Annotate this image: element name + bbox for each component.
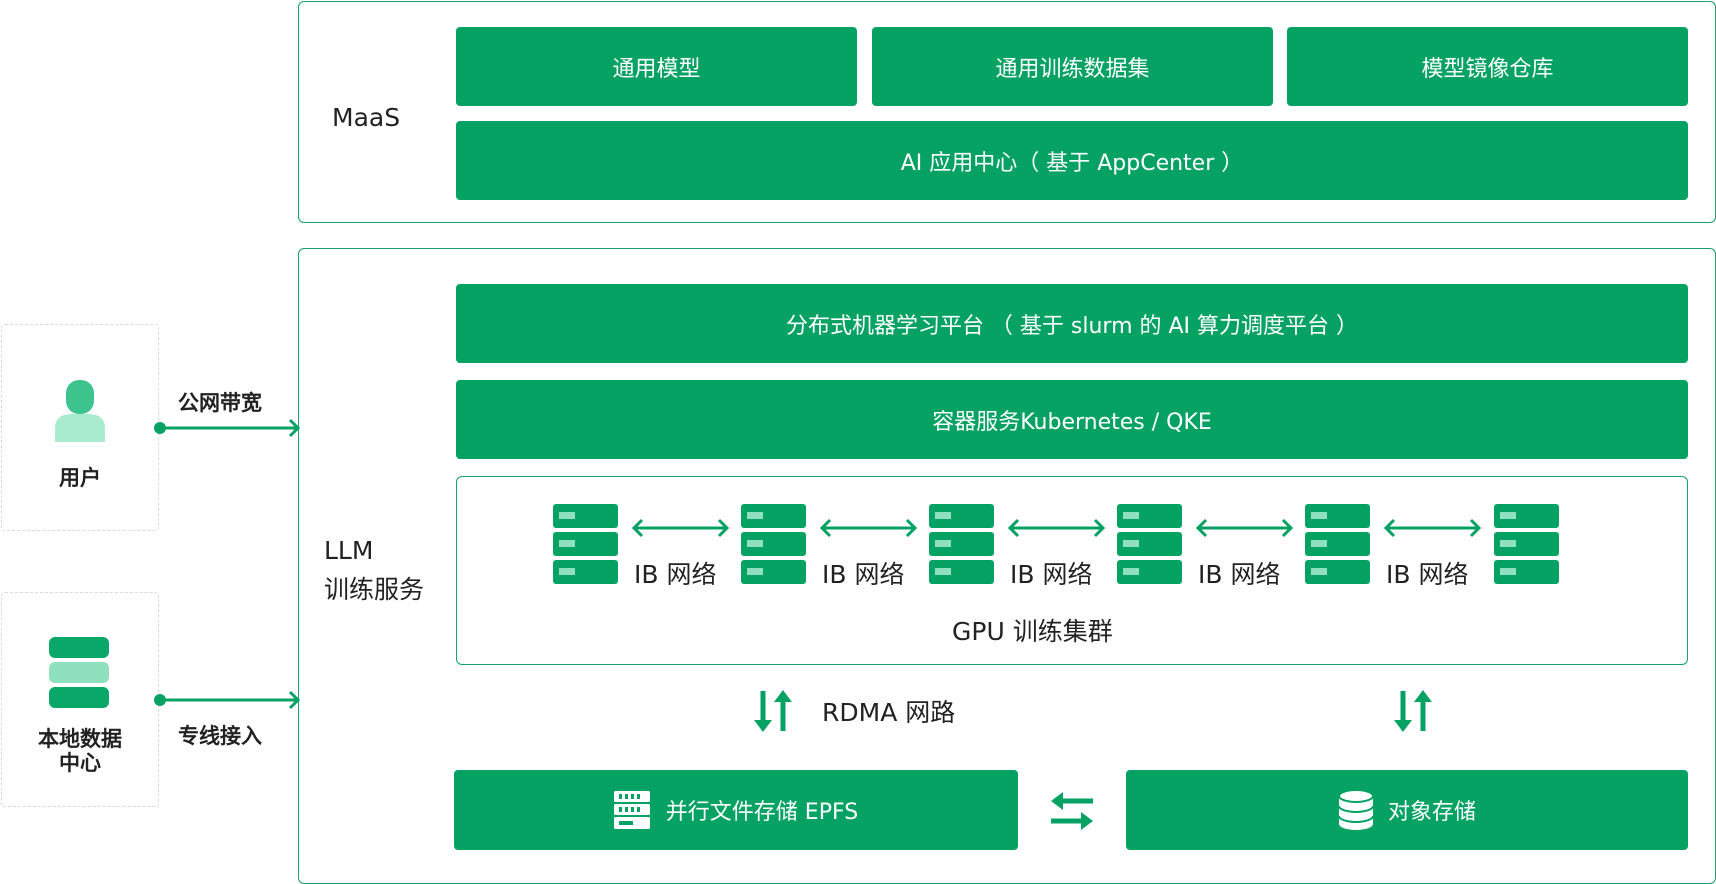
bidirectional-arrow-icon: [1007, 518, 1106, 538]
rdma-label: RDMA 网路: [822, 698, 956, 727]
updown-arrows-icon: [1392, 689, 1434, 733]
public-bandwidth-label: 公网带宽: [178, 391, 262, 415]
gpu-cluster-label: GPU 训练集群: [952, 617, 1113, 646]
user-label: 用户: [59, 466, 101, 490]
object-storage-label: 对象存储: [1387, 800, 1476, 825]
bidirectional-arrow-icon: [1195, 518, 1294, 538]
ib-network-label: IB 网络: [1386, 560, 1469, 589]
gpu-cluster-box: [456, 476, 1688, 665]
bidirectional-arrow-icon: [631, 518, 730, 538]
maas-tile-training-dataset: 通用训练数据集: [872, 27, 1273, 106]
swap-arrows-icon: [1049, 791, 1095, 831]
database-icon: [47, 637, 111, 708]
maas-tile-model-image-repo: 模型镜像仓库: [1287, 27, 1688, 106]
container-service-bar: 容器服务Kubernetes / QKE: [456, 380, 1688, 459]
server-icon: [553, 504, 618, 584]
storage-cylinder-icon: [1337, 789, 1374, 831]
dedicated-line-arrow: [152, 690, 302, 710]
server-icon: [741, 504, 806, 584]
server-icon: [1117, 504, 1182, 584]
ib-network-label: IB 网络: [1010, 560, 1093, 589]
ai-app-center-bar: AI 应用中心（ 基于 AppCenter ）: [456, 121, 1688, 200]
distributed-ml-platform-bar: 分布式机器学习平台 （ 基于 slurm 的 AI 算力调度平台 ）: [456, 284, 1688, 363]
ib-network-label: IB 网络: [634, 560, 717, 589]
llm-label-line2: 训练服务: [324, 575, 425, 604]
bidirectional-arrow-icon: [1383, 518, 1482, 538]
object-storage-bar: 对象存储: [1126, 770, 1688, 850]
user-icon: [52, 378, 108, 442]
dedicated-line-label: 专线接入: [178, 724, 262, 748]
datacenter-label-line1: 本地数据: [38, 727, 122, 751]
maas-tile-general-model: 通用模型: [456, 27, 857, 106]
parallel-file-storage-label: 并行文件存储 EPFS: [665, 800, 859, 825]
storage-rack-icon: [613, 791, 650, 829]
parallel-file-storage-bar: 并行文件存储 EPFS: [454, 770, 1018, 850]
llm-label-line1: LLM: [324, 536, 374, 565]
server-icon: [1494, 504, 1559, 584]
maas-label: MaaS: [332, 103, 401, 132]
server-icon: [929, 504, 994, 584]
bidirectional-arrow-icon: [819, 518, 918, 538]
ib-network-label: IB 网络: [822, 560, 905, 589]
ib-network-label: IB 网络: [1198, 560, 1281, 589]
datacenter-label-line2: 中心: [59, 751, 101, 775]
updown-arrows-icon: [752, 689, 794, 733]
server-icon: [1305, 504, 1370, 584]
public-bandwidth-arrow: [152, 418, 302, 438]
